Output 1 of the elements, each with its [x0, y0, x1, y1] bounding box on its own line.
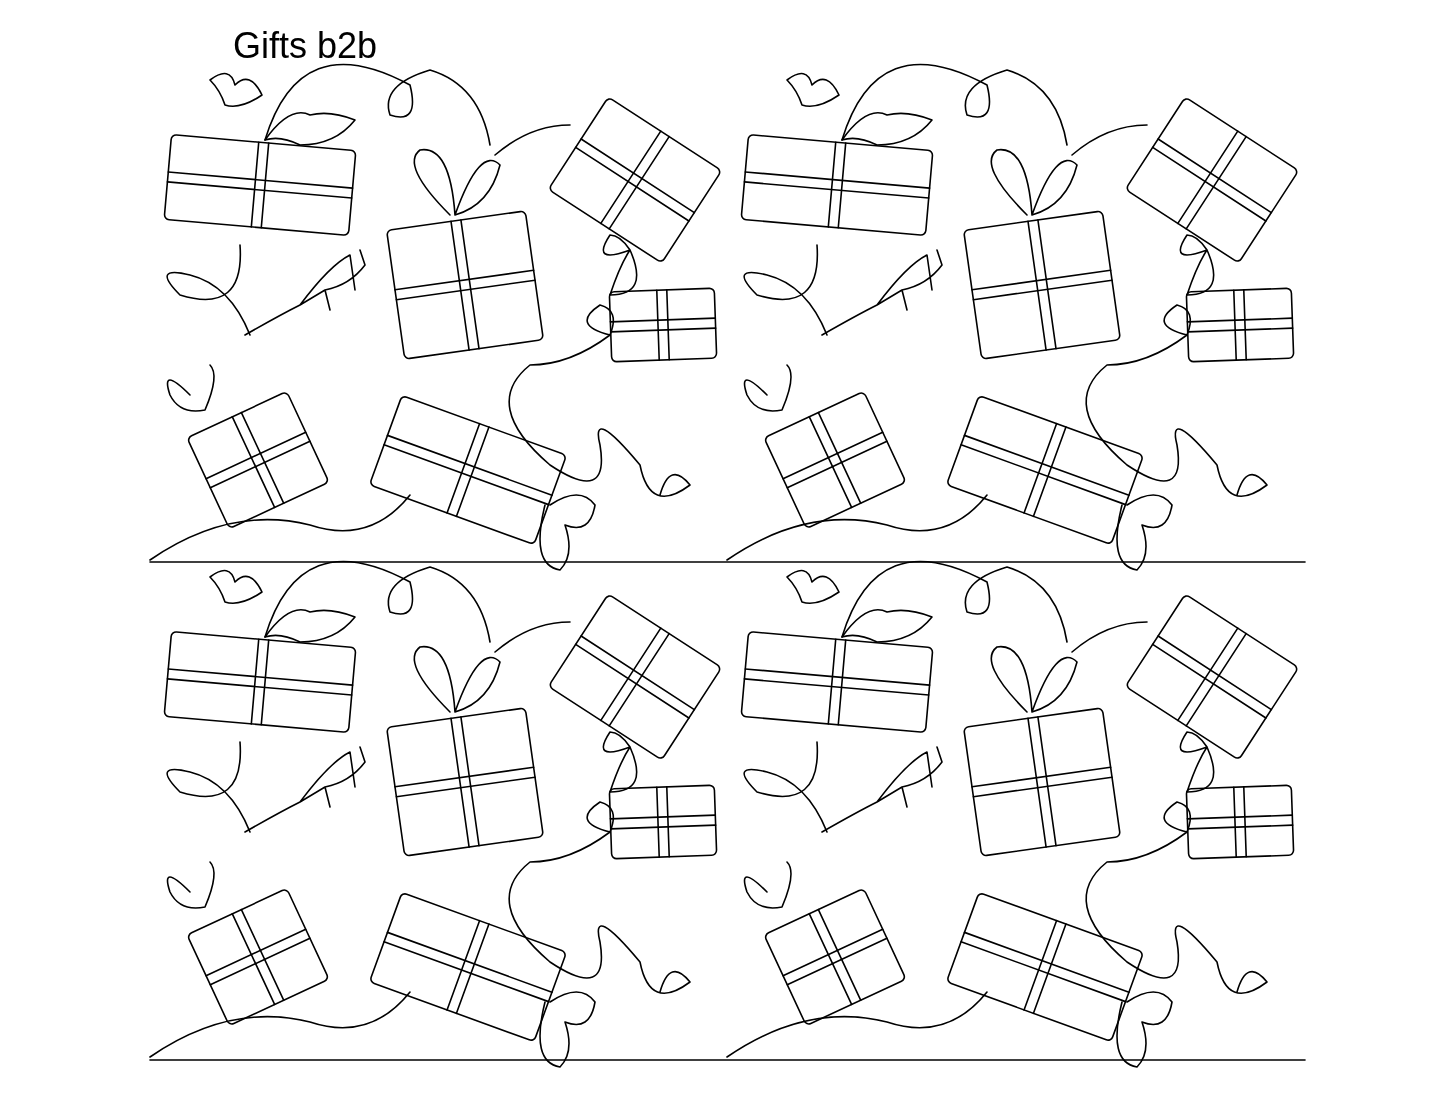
pattern-title: Gifts b2b — [233, 28, 378, 64]
